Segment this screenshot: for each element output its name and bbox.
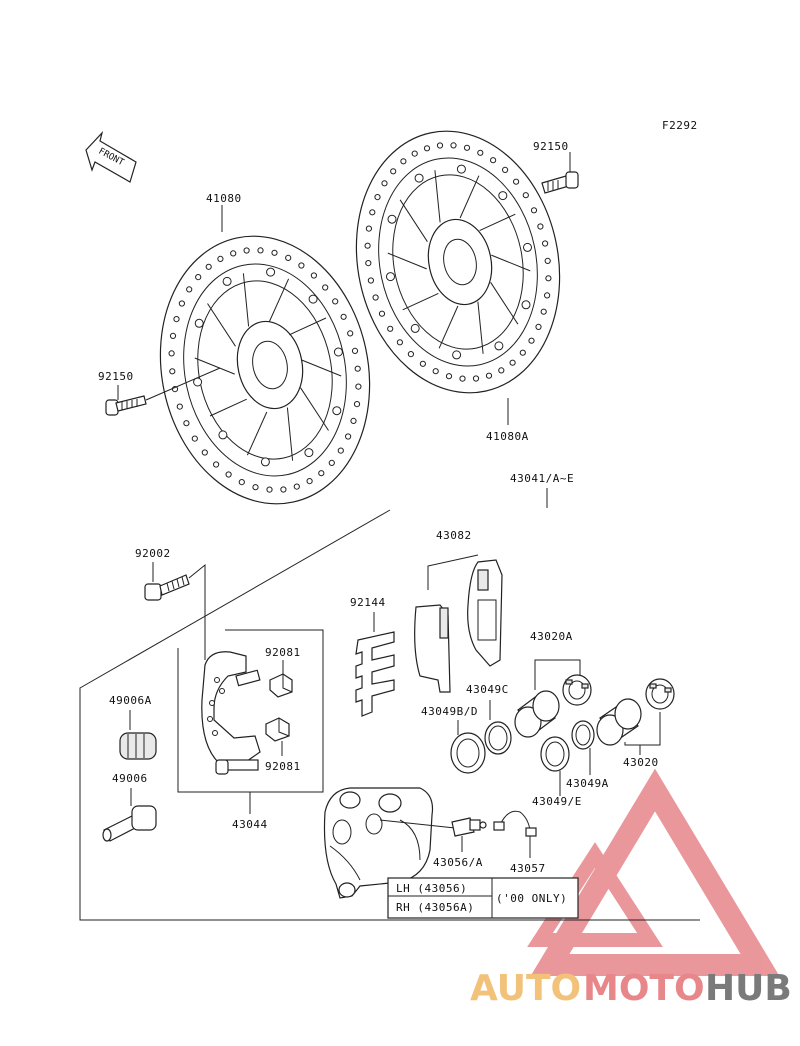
brake-disc-41080 [159,235,371,505]
dust-boot-49006A [119,732,157,760]
label-43044: 43044 [232,818,268,831]
seal-43049C [484,721,512,755]
diagram-code: F2292 [662,119,698,132]
brake-pad-43082-right [467,559,503,667]
label-41080A: 41080A [486,430,529,443]
note-only: ('00 ONLY) [496,892,567,905]
label-43056A: 43056/A [433,856,483,869]
seal-43049E [540,736,570,772]
watermark-text: AUTO MOTO HUB [470,968,792,1009]
bracket-group-box [177,629,324,793]
svg-text:MOTO: MOTO [583,968,705,1009]
bolt-92002 [144,574,190,601]
piston-43020A-small [562,674,592,706]
svg-text:AUTO: AUTO [470,968,581,1009]
label-43049BD: 43049B/D [421,705,478,718]
label-43082: 43082 [436,529,472,542]
pad-spring-92144 [355,631,395,717]
bleeder-valve-43056A [451,817,487,837]
label-92150-top: 92150 [533,140,569,153]
brake-pipe-43057 [493,810,537,837]
label-43057: 43057 [510,862,546,875]
note-rh: RH (43056A) [396,901,474,914]
piston-43020A-large [514,690,560,738]
model-note-box: LH (43056) RH (43056A) ('00 ONLY) [387,877,579,919]
label-43049C: 43049C [466,683,509,696]
label-92144: 92144 [350,596,386,609]
label-43020A: 43020A [530,630,573,643]
clip-92081-top [269,673,293,698]
piston-43020-large [596,698,642,746]
label-92150-left: 92150 [98,370,134,383]
piston-43020-small [645,678,675,710]
seal-43049BD [450,732,486,774]
label-41080: 41080 [206,192,242,205]
brake-pad-43082-left [414,604,451,693]
label-49006A: 49006A [109,694,152,707]
label-43041: 43041/A~E [510,472,574,485]
note-lh: LH (43056) [396,882,467,895]
caliper-bracket-43044 [201,651,261,775]
seal-43049A [571,720,595,750]
label-49006: 49006 [112,772,148,785]
front-arrow-icon: FRONT [85,130,137,183]
svg-text:HUB: HUB [705,968,792,1009]
bolt-92150-top [541,171,579,194]
label-92081-top: 92081 [265,646,301,659]
label-92002: 92002 [135,547,171,560]
label-43049E: 43049/E [532,795,582,808]
slide-pin-49006 [102,805,157,842]
brake-disc-41080A [355,130,561,394]
bolt-92150-left [105,395,147,416]
caliper-assembly-outline [79,509,700,921]
label-43020: 43020 [623,756,659,769]
clip-92081-bottom [265,717,290,742]
label-43049A: 43049A [566,777,609,790]
label-92081-bottom: 92081 [265,760,301,773]
caliper-body [323,787,434,899]
